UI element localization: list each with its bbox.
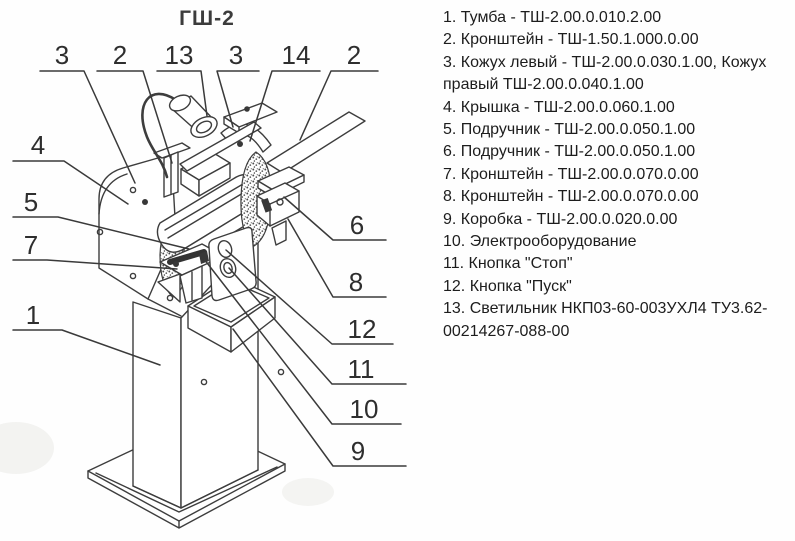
callout-label-9: 9 <box>351 436 365 466</box>
callout-label-12: 12 <box>348 314 377 344</box>
callout-label-14: 14 <box>282 40 311 70</box>
start-button <box>217 239 233 259</box>
button-panel <box>199 226 257 302</box>
callout-label-3-right: 3 <box>229 40 243 70</box>
tool-rest-bracket-right <box>256 182 300 246</box>
leader-5 <box>12 216 190 250</box>
lamp <box>168 94 218 139</box>
parts-list-item: 13. Светильник НКП03-60-003УХЛ4 ТУ3.62-0… <box>443 300 768 340</box>
stop-button <box>219 257 237 279</box>
parts-list-item: 1. Тумба - ТШ-2.00.0.010.2.00 <box>443 9 662 26</box>
callout-label-11: 11 <box>348 354 375 384</box>
callout-label-7: 7 <box>24 230 38 260</box>
parts-list-item: 3. Кожух левый - ТШ-2.00.0.030.1.00, Кож… <box>443 53 767 94</box>
scan-smudge <box>0 422 54 474</box>
leader-6 <box>283 196 387 241</box>
callout-labels: 3 2 13 3 14 2 4 5 7 1 6 8 12 11 10 9 <box>24 40 379 466</box>
leader-2-right <box>299 70 379 141</box>
leader-2-left <box>96 70 173 164</box>
leader-14 <box>249 70 321 142</box>
callout-label-13: 13 <box>165 40 194 70</box>
leader-3-left <box>39 70 136 184</box>
parts-list-item: 11. Кнопка "Стоп" <box>443 255 573 273</box>
callout-label-6: 6 <box>350 210 364 240</box>
machine-figure: ГШ-2 <box>0 7 407 529</box>
callout-label-4: 4 <box>31 130 45 160</box>
parts-list-item: 6. Подручник - ТШ-2.00.0.050.1.00 <box>443 143 696 161</box>
front-cover-slab <box>180 151 231 197</box>
figure-title: ГШ-2 <box>179 7 235 30</box>
tray-box <box>187 276 276 353</box>
leader-4 <box>12 160 129 205</box>
callout-label-2-right: 2 <box>347 40 361 70</box>
panel-latch <box>199 251 209 264</box>
top-bracket-plate <box>223 102 278 134</box>
leader-9 <box>232 328 407 467</box>
callout-leaders <box>12 70 407 467</box>
leader-12 <box>225 249 394 345</box>
leader-8 <box>287 218 387 298</box>
leader-1 <box>12 329 161 366</box>
leader-13 <box>156 70 208 117</box>
leader-11 <box>228 267 407 385</box>
parts-list: 1. Тумба - ТШ-2.00.0.010.2.00 2. Кронште… <box>443 7 795 343</box>
left-wheel-cover <box>96 156 182 317</box>
callout-label-1: 1 <box>26 300 40 330</box>
parts-list-item: 12. Кнопка "Пуск" <box>443 277 572 295</box>
parts-list-item: 4. Крышка - ТШ-2.00.0.060.1.00 <box>443 98 675 116</box>
parts-list-item: 2. Кронштейн - ТШ-1.50.1.000.0.00 <box>443 31 699 49</box>
callout-label-5: 5 <box>24 187 38 217</box>
parts-list-item: 7. Кронштейн - ТШ-2.00.0.070.0.00 <box>443 165 699 183</box>
parts-list-item: 5. Подручник - ТШ-2.00.0.050.1.00 <box>443 121 696 139</box>
bracket-left <box>153 121 262 198</box>
parts-list-item: 10. Электрооборудование <box>443 233 637 251</box>
leader-7 <box>12 259 178 270</box>
scan-smudge <box>282 478 334 506</box>
leader-3-right <box>216 70 260 128</box>
tool-rest-bracket-left <box>157 265 203 304</box>
parts-list-item: 9. Коробка - ТШ-2.00.0.020.0.00 <box>443 210 678 228</box>
bracket-arm-right <box>266 111 366 174</box>
lamp-flex-arm <box>141 92 178 179</box>
callout-label-8: 8 <box>349 267 363 297</box>
callout-label-3-left: 3 <box>55 40 69 70</box>
leader-10 <box>203 258 402 425</box>
callout-label-2-left: 2 <box>113 40 127 70</box>
callout-label-10: 10 <box>350 394 379 424</box>
machine-drawing <box>87 92 366 529</box>
parts-list-item: 8. Кронштейн - ТШ-2.00.0.070.0.00 <box>443 188 699 206</box>
